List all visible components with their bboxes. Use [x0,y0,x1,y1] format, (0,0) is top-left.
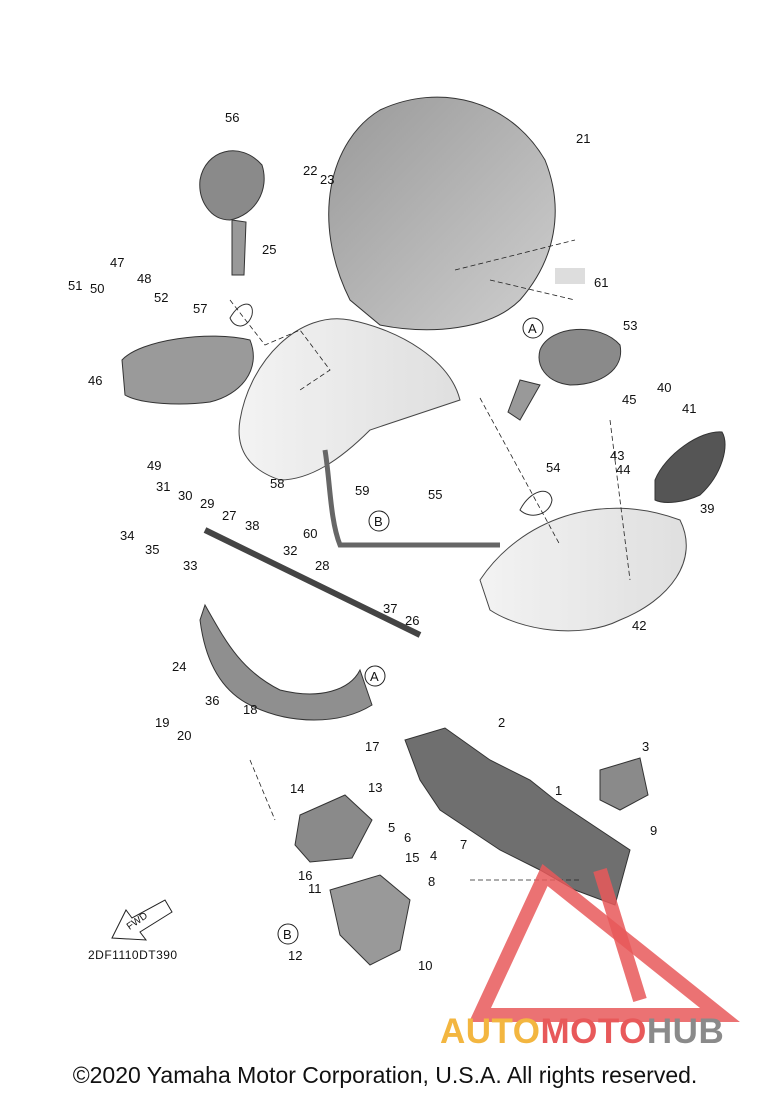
callout-1: 1 [555,783,562,798]
windshield [328,96,556,331]
copyright: ©2020 Yamaha Motor Corporation, U.S.A. A… [72,1062,698,1088]
callout-13: 13 [368,780,382,795]
mirror-right [538,328,622,386]
callout-61: 61 [594,275,608,290]
callout-10: 10 [418,958,432,973]
callout-42: 42 [632,618,646,633]
callout-22: 22 [303,163,317,178]
callout-16: 16 [298,868,312,883]
callout-47: 47 [110,255,124,270]
callout-58: 58 [270,476,284,491]
watermark: AUTOMOTOHUB [440,1012,725,1051]
ref-A-top: A [522,317,544,339]
callout-33: 33 [183,558,197,573]
callout-8: 8 [428,874,435,889]
ref-B-bottom: B [277,923,299,945]
callout-25: 25 [262,242,276,257]
stay-57 [229,303,253,327]
callout-35: 35 [145,542,159,557]
callout-27: 27 [222,508,236,523]
callout-2: 2 [498,715,505,730]
callout-11: 11 [308,881,322,896]
svg-text:B: B [283,927,292,942]
callout-50: 50 [90,281,104,296]
callout-41: 41 [682,401,696,416]
svg-text:A: A [528,321,537,336]
callout-29: 29 [200,496,214,511]
bracket-lower [199,603,373,721]
callout-60: 60 [303,526,317,541]
callout-21: 21 [576,131,590,146]
callout-32: 32 [283,543,297,558]
callout-4: 4 [430,848,437,863]
front-cowl [238,318,461,481]
crossbar [203,527,422,638]
callout-36: 36 [205,693,219,708]
callout-12: 12 [288,948,302,963]
callout-5: 5 [388,820,395,835]
callout-19: 19 [155,715,169,730]
pipe [322,449,500,548]
callout-30: 30 [178,488,192,503]
callout-49: 49 [147,458,161,473]
callout-6: 6 [404,830,411,845]
watermark-triangle [469,863,740,1022]
callout-26: 26 [405,613,419,628]
callout-28: 28 [315,558,329,573]
callout-38: 38 [245,518,259,533]
mirror-left-stem [231,219,247,276]
callout-3: 3 [642,739,649,754]
label-61 [555,268,585,284]
callout-43: 43 [610,448,624,463]
callout-20: 20 [177,728,191,743]
meter-bracket [294,794,373,863]
bracket-3 [599,757,649,811]
panel-left [121,335,254,405]
callout-34: 34 [120,528,134,543]
callout-55: 55 [428,487,442,502]
ref-A-mid: A [364,665,386,687]
callout-17: 17 [365,739,379,754]
plate [329,874,411,966]
callout-54: 54 [546,460,560,475]
callout-9: 9 [650,823,657,838]
svg-text:B: B [374,514,383,529]
callout-44: 44 [616,462,630,477]
stay-54 [519,490,553,516]
mirror-left [199,150,265,221]
callout-56: 56 [225,110,239,125]
callout-15: 15 [405,850,419,865]
callout-46: 46 [88,373,102,388]
callout-45: 45 [622,392,636,407]
side-cowl [479,507,687,632]
diagram-code: 2DF1110DT390 [88,948,178,962]
callout-31: 31 [156,479,170,494]
svg-text:A: A [370,669,379,684]
panel-right [654,431,726,503]
callout-14: 14 [290,781,304,796]
callout-48: 48 [137,271,151,286]
mirror-right-stem [507,379,541,421]
callout-57: 57 [193,301,207,316]
callout-39: 39 [700,501,714,516]
ref-B-mid: B [368,510,390,532]
callout-37: 37 [383,601,397,616]
callout-51: 51 [68,278,82,293]
callout-18: 18 [243,702,257,717]
fwd-arrow [111,899,173,941]
callout-7: 7 [460,837,467,852]
callout-59: 59 [355,483,369,498]
callout-23: 23 [320,172,334,187]
callout-24: 24 [172,659,186,674]
callout-52: 52 [154,290,168,305]
callout-53: 53 [623,318,637,333]
callout-40: 40 [657,380,671,395]
